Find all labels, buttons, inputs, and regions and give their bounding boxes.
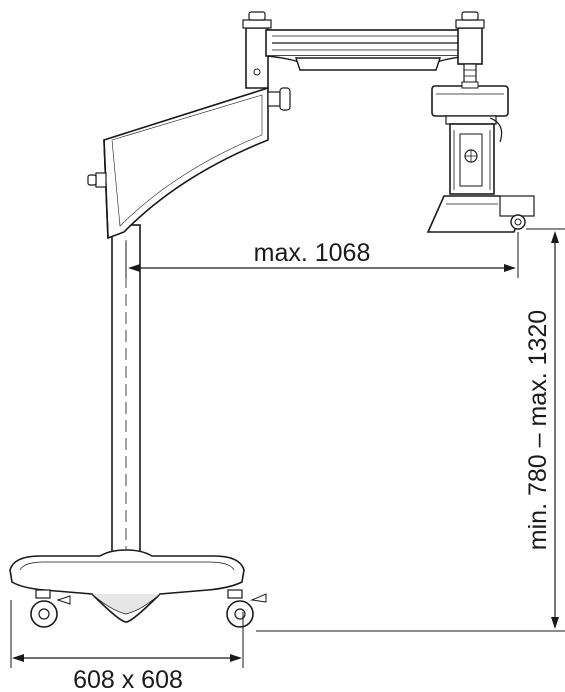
microscope-body xyxy=(449,123,495,195)
microscope-head xyxy=(431,81,509,143)
base-footprint-label: 608 x 608 xyxy=(73,666,183,692)
caster-right xyxy=(226,589,267,628)
arm-joint xyxy=(242,11,272,89)
swing-arm-housing xyxy=(103,86,269,240)
base-dimension: 608 x 608 xyxy=(10,600,244,692)
stand-base xyxy=(9,549,245,623)
arm-right-joint xyxy=(455,11,485,87)
reach-dimension: max. 1068 xyxy=(125,232,519,278)
height-label: min. 780 – max. 1320 xyxy=(524,310,552,550)
objective-lens xyxy=(426,195,535,233)
horizontal-arm xyxy=(265,29,471,71)
caster-left xyxy=(30,589,71,628)
arm-lock-knob-left xyxy=(87,172,107,188)
reach-label: max. 1068 xyxy=(254,239,371,267)
arm-lock-knob-right xyxy=(267,87,291,111)
stand-column xyxy=(111,224,141,561)
height-dimension: min. 780 – max. 1320 xyxy=(256,228,565,632)
